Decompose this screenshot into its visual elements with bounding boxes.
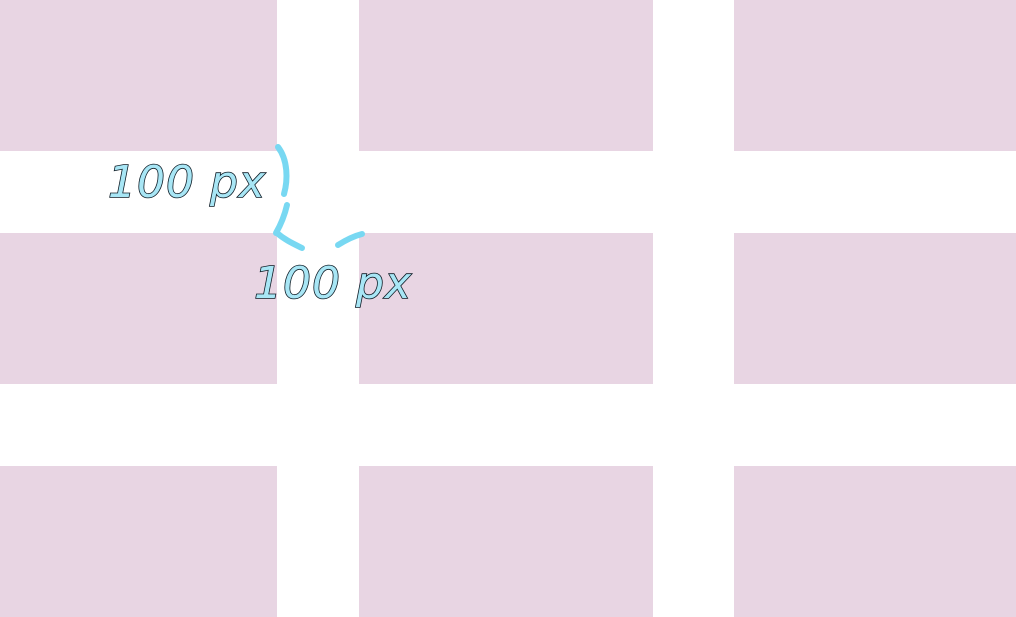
grid-cell	[359, 466, 653, 617]
grid-cell	[734, 233, 1016, 384]
grid-cell	[359, 233, 653, 384]
grid-cell	[0, 233, 277, 384]
grid-cell	[359, 0, 653, 151]
grid-cell	[734, 0, 1016, 151]
grid-cell	[734, 466, 1016, 617]
grid-cell	[0, 466, 277, 617]
row-gap-brace	[273, 144, 290, 236]
column-gap-brace	[274, 230, 365, 251]
grid-cell	[0, 0, 277, 151]
row-gap-label: 100 px	[108, 157, 266, 208]
